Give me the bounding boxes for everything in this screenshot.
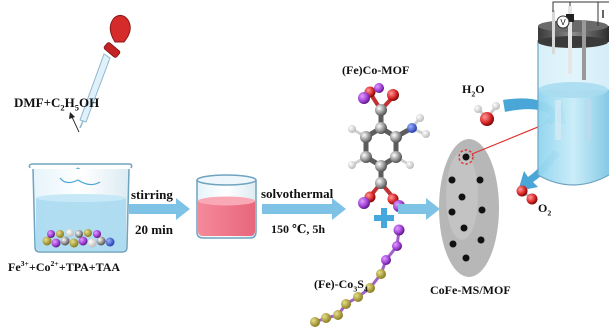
- catalyst-dots: [448, 153, 486, 262]
- mof-label: (Fe)Co-MOF: [342, 63, 410, 77]
- sulfide-label: (Fe)-Co3S4: [314, 277, 368, 294]
- dropper-icon: [79, 14, 131, 129]
- mof-molecule-icon: [348, 83, 430, 212]
- precursor-label: Fe3++Co2++TPA+TAA: [8, 259, 121, 274]
- svg-text:V: V: [560, 18, 566, 27]
- solvothermal-label: solvothermal: [261, 186, 334, 201]
- water-molecule-icon: [474, 102, 500, 126]
- plus-sign: [374, 208, 394, 228]
- oxygen-molecule-icon: [516, 185, 538, 205]
- solvent-label: DMF+C2H5OH: [14, 95, 100, 113]
- stirring-label: stirring: [131, 187, 173, 202]
- voltmeter-icon: V: [556, 15, 570, 29]
- arrow-solvothermal: [262, 198, 346, 220]
- arrow-stirring: [129, 198, 190, 220]
- sulfide-chain-icon: [310, 224, 405, 327]
- dropper-pointer-head: [69, 112, 75, 119]
- active-site-marker: [458, 149, 474, 165]
- vial-icon: [196, 174, 257, 239]
- product-label: CoFe-MS/MOF: [430, 283, 511, 297]
- water-label: H2O: [462, 82, 485, 99]
- precursor-spheres: [42, 229, 115, 248]
- stir-time-label: 20 min: [135, 222, 173, 237]
- solvothermal-conditions-label: 150 ℃, 5h: [271, 222, 326, 236]
- dropper-pointer-arrow: [71, 116, 80, 133]
- oxygen-label: O2: [538, 201, 552, 218]
- electrochemical-cell-icon: [537, 1, 609, 186]
- arrow-to-product: [398, 198, 440, 220]
